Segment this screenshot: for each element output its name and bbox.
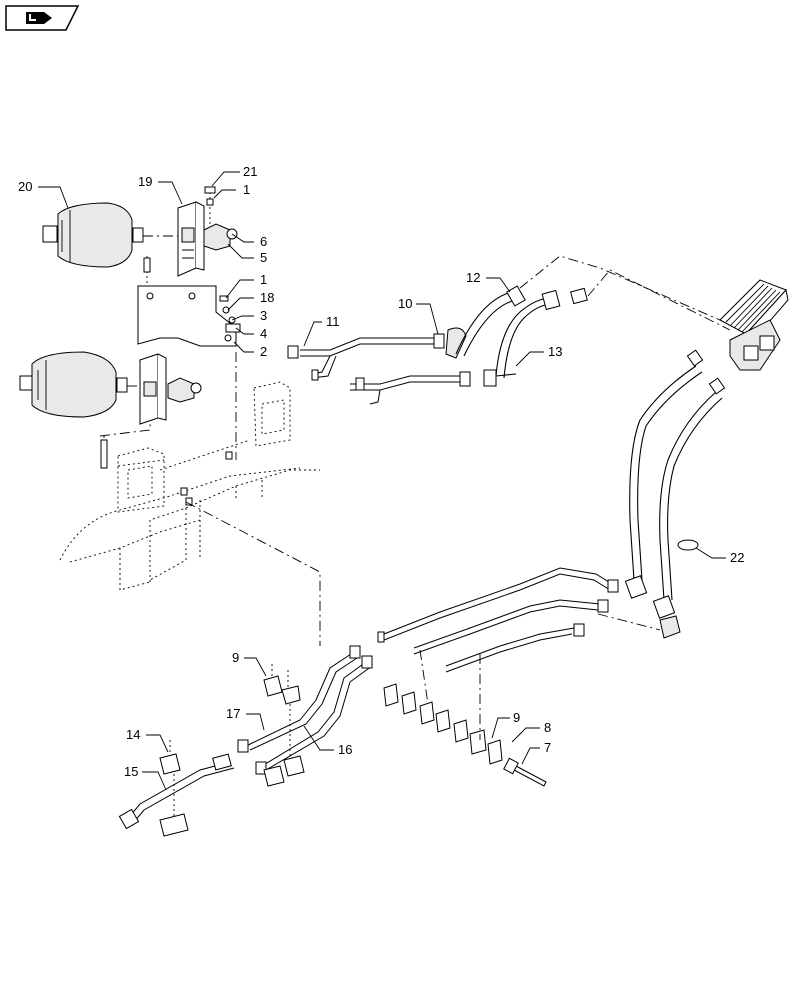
tube-11 — [287, 337, 436, 381]
callout-3: 3 — [260, 308, 267, 323]
bolt-21 — [204, 186, 216, 206]
callout-7: 7 — [544, 740, 551, 755]
hydraulic-hoses-right — [624, 349, 726, 639]
callout-14: 14 — [126, 727, 140, 742]
callout-9-left: 9 — [232, 650, 239, 665]
callout-20: 20 — [18, 179, 32, 194]
callout-19: 19 — [138, 174, 152, 189]
fastener-stack-right — [219, 295, 241, 333]
mounting-bracket-lower — [139, 353, 167, 425]
clamp-14 — [159, 740, 189, 837]
callout-12: 12 — [466, 270, 480, 285]
callout-9-right: 9 — [513, 710, 520, 725]
pedal-valve — [719, 279, 789, 371]
pressure-switch-lower — [167, 377, 202, 403]
hose-12 — [455, 285, 526, 357]
callout-13: 13 — [548, 344, 562, 359]
machine-frame — [59, 381, 320, 591]
pressure-switch-upper — [203, 223, 238, 251]
callout-6: 6 — [260, 234, 267, 249]
callout-4: 4 — [260, 326, 267, 341]
callout-1-top: 1 — [243, 182, 250, 197]
callout-17: 17 — [226, 706, 240, 721]
tubes-lower-long — [377, 567, 619, 673]
callout-18: 18 — [260, 290, 274, 305]
callout-8: 8 — [544, 720, 551, 735]
book-arrow-icon[interactable] — [5, 5, 80, 31]
leader-lines — [38, 171, 726, 791]
tubes-16-17 — [237, 645, 373, 775]
tube-15 — [118, 753, 235, 830]
clamps-row — [383, 683, 503, 765]
callout-1-mid: 1 — [260, 272, 267, 287]
o-ring-22 — [677, 539, 699, 551]
fitting-10 — [433, 327, 467, 359]
callout-21: 21 — [243, 164, 257, 179]
tube-13-lower — [350, 369, 497, 405]
callout-16: 16 — [338, 742, 352, 757]
bolt-7 — [503, 757, 547, 787]
mounting-plate — [137, 285, 237, 347]
callout-2: 2 — [260, 344, 267, 359]
accumulator-upper — [42, 202, 144, 268]
clamps-center — [263, 664, 305, 787]
callout-15: 15 — [124, 764, 138, 779]
accumulator-lower — [19, 351, 128, 418]
callout-22: 22 — [730, 550, 744, 565]
callout-11: 11 — [326, 314, 340, 329]
mounting-bracket-upper — [177, 201, 205, 277]
callout-10: 10 — [398, 296, 412, 311]
hose-13 — [495, 287, 588, 379]
callout-5: 5 — [260, 250, 267, 265]
